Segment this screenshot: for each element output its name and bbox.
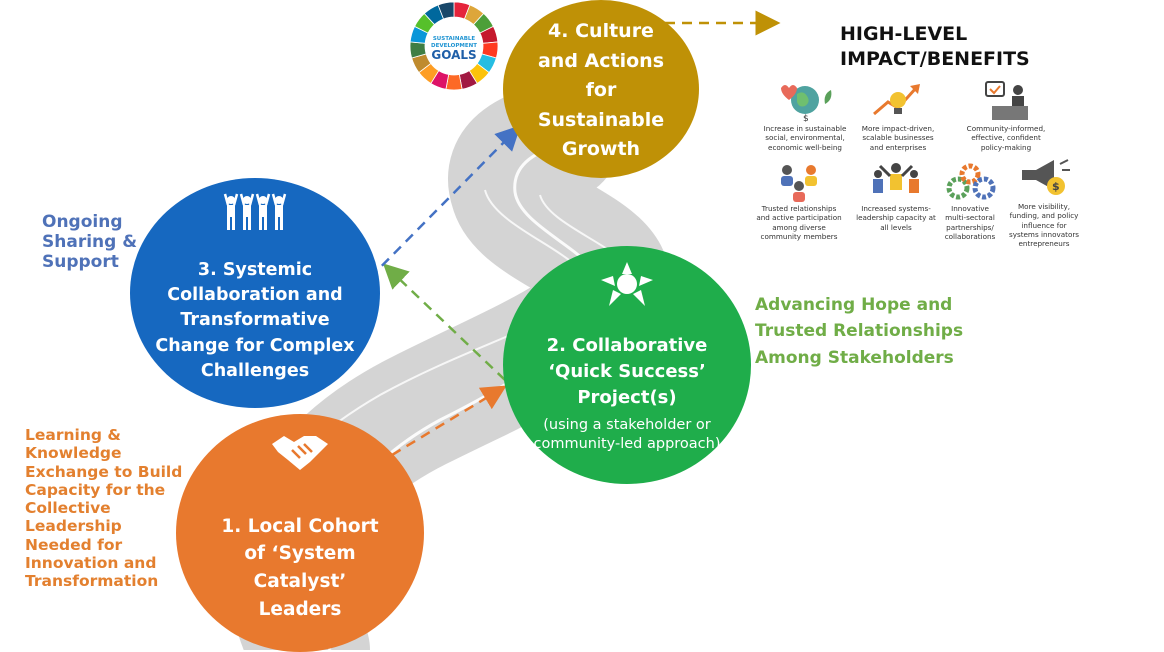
group-people-icon (223, 193, 287, 230)
benefit-item: Trusted relationships and active partici… (754, 162, 844, 241)
sharing-label: Ongoing Sharing & Support (42, 212, 138, 273)
globe-heart-icon: $ (781, 85, 832, 122)
benefit-text: More visibility, funding, and policy inf… (1008, 202, 1080, 249)
stage-1-title: 1. Local Cohort of ‘System Catalyst’ Lea… (221, 515, 379, 620)
stage-4-circle: 4. Culture and Actions for Sustainable G… (503, 0, 699, 178)
svg-text:$: $ (1052, 180, 1060, 193)
benefit-item: More impact-driven, scalable businesses … (858, 78, 938, 152)
hands-circle-icon (601, 262, 653, 306)
benefit-item: $ More visibility, funding, and policy i… (1008, 156, 1080, 249)
stage-3-title: 3. Systemic Collaboration and Transforma… (155, 259, 355, 382)
gears-icon (946, 163, 996, 200)
hope-label: Advancing Hope and Trusted Relationships… (755, 295, 964, 368)
benefit-text: Innovative multi-sectoral partnerships/ … (944, 204, 996, 242)
learning-label: Learning & Knowledge Exchange to Build C… (25, 426, 183, 591)
stage-4-title: 4. Culture and Actions for Sustainable G… (537, 20, 665, 161)
impact-title: HIGH-LEVEL IMPACT/BENEFITS (840, 23, 1030, 70)
benefit-text: Increase in sustainable social, environm… (763, 124, 847, 152)
stage-2-title: 2. Collaborative ‘Quick Success’ Project… (546, 335, 708, 409)
benefit-item: Community-informed, effective, confident… (960, 78, 1052, 152)
benefit-item: $ Increase in sustainable social, enviro… (760, 78, 850, 152)
podium-icon (985, 81, 1028, 120)
stage-1-circle: 1. Local Cohort of ‘System Catalyst’ Lea… (176, 414, 424, 652)
svg-text:DEVELOPMENT: DEVELOPMENT (431, 43, 477, 49)
arrow-3-to-4 (357, 125, 521, 291)
stage-2-circle: 2. Collaborative ‘Quick Success’ Project… (503, 246, 751, 484)
arrow-1-to-2 (391, 385, 507, 457)
arrow-2-to-3 (382, 263, 506, 381)
benefit-text: Community-informed, effective, confident… (966, 124, 1046, 152)
sdg-segment (437, 1, 455, 20)
sdg-wheel-logo: SUSTAINABLE DEVELOPMENT GOALS (409, 1, 499, 91)
megaphone-icon: $ (1022, 159, 1070, 195)
benefit-text: Trusted relationships and active partici… (756, 204, 842, 242)
benefit-text: More impact-driven, scalable businesses … (861, 124, 935, 152)
leaders-icon (873, 163, 919, 193)
benefit-text: Increased systems-leadership capacity at… (856, 204, 936, 232)
svg-text:GOALS: GOALS (431, 48, 476, 62)
svg-text:$: $ (803, 114, 809, 122)
stage-3-circle: 3. Systemic Collaboration and Transforma… (130, 178, 380, 408)
growth-bulb-icon (873, 84, 920, 116)
community-icon (781, 165, 817, 202)
benefit-item: Increased systems-leadership capacity at… (856, 162, 936, 232)
benefit-item: Innovative multi-sectoral partnerships/ … (940, 162, 1000, 241)
stage-2-subtitle: (using a stakeholder or community-led ap… (533, 416, 721, 453)
svg-text:SUSTAINABLE: SUSTAINABLE (433, 36, 476, 42)
handshake-icon (272, 436, 328, 470)
